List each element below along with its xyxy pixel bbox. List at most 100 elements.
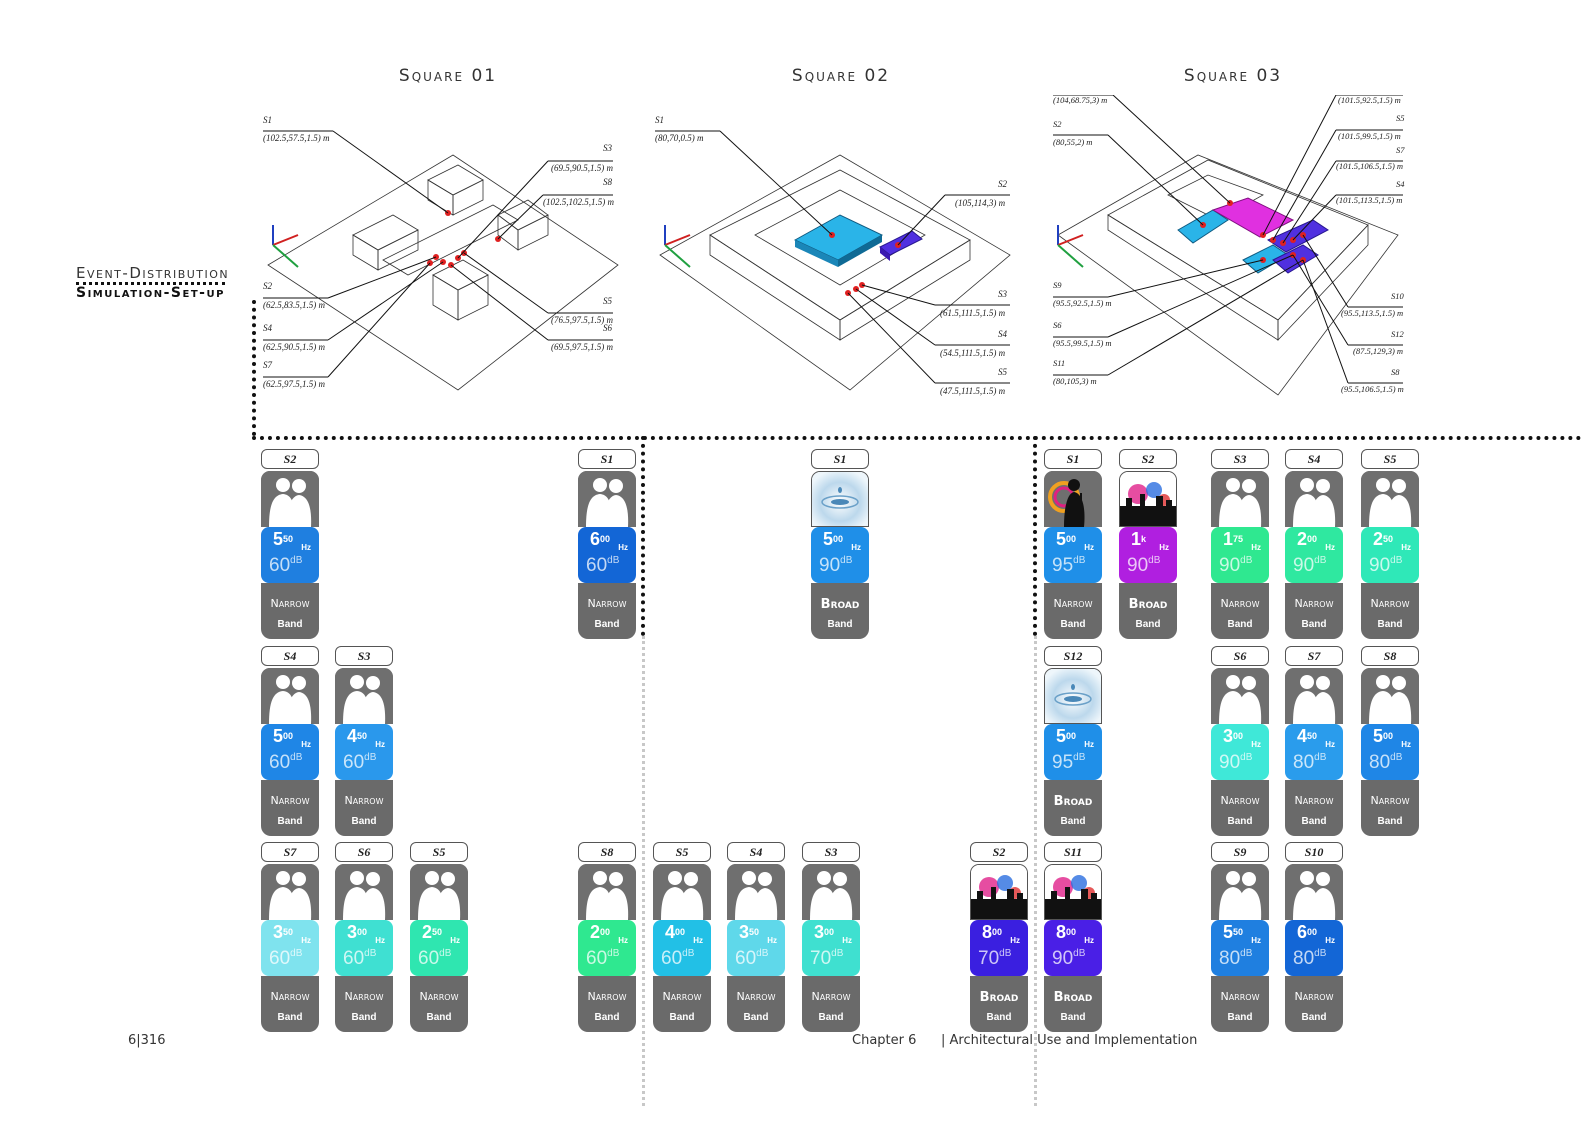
event-distribution-heading: Event-Distribution Simulation-Set-up	[76, 264, 229, 301]
sq3-s2-label: S2	[1053, 119, 1062, 129]
band-type: Narrow	[811, 990, 851, 1003]
band-label: Band	[1301, 619, 1327, 630]
sq1-s8-coord: (102.5,102.5,1.5) m	[543, 197, 614, 207]
decibel-value: 95dB	[1052, 752, 1086, 773]
decibel-value: 60dB	[418, 948, 452, 969]
frequency-value: 500	[273, 726, 294, 746]
band-type: Narrow	[1370, 597, 1410, 610]
band-type: Broad	[1053, 794, 1093, 809]
sq1-s6-label: S6	[603, 323, 613, 333]
dotted-connector-vertical	[252, 300, 256, 436]
source-label: S3	[802, 842, 860, 862]
sq3-s6-label: S6	[1053, 320, 1062, 330]
band-type: Narrow	[1294, 990, 1334, 1003]
sq1-s2-label: S2	[263, 281, 273, 291]
band-label: Band	[1227, 816, 1253, 827]
frequency-value: 200	[590, 922, 611, 942]
decibel-value: 60dB	[661, 948, 695, 969]
source-label: S2	[1119, 449, 1177, 469]
band-label: Band	[1301, 816, 1327, 827]
band-type: Narrow	[587, 597, 627, 610]
frequency-unit: Hz	[1251, 543, 1261, 552]
decibel-value: 60dB	[586, 948, 620, 969]
band-label: Band	[1060, 1012, 1086, 1023]
dotted-divider-2	[1033, 436, 1037, 636]
decibel-value: 95dB	[1052, 555, 1086, 576]
source-label: S7	[1285, 646, 1343, 666]
source-label: S1	[1044, 449, 1102, 469]
frequency-unit: Hz	[693, 936, 703, 945]
frequency-value: 400	[665, 922, 686, 942]
sq3-s5-label: S5	[1396, 113, 1405, 123]
band-type: Narrow	[344, 990, 384, 1003]
sq1-s7-label: S7	[263, 360, 273, 370]
frequency-unit: Hz	[1251, 936, 1261, 945]
decibel-value: 90dB	[1127, 555, 1161, 576]
band-type: Broad	[1053, 990, 1093, 1005]
frequency-unit: Hz	[375, 936, 385, 945]
sq2-s4-label: S4	[998, 329, 1008, 339]
frequency-unit: Hz	[1401, 543, 1411, 552]
source-label: S8	[1361, 646, 1419, 666]
decibel-value: 60dB	[269, 752, 303, 773]
sq2-s3-label: S3	[998, 289, 1008, 299]
decibel-value: 90dB	[819, 555, 853, 576]
frequency-unit: Hz	[1159, 543, 1169, 552]
frequency-unit: Hz	[301, 740, 311, 749]
band-label: Band	[1060, 619, 1086, 630]
sq3-s11-coord: (80,105,3) m	[1053, 376, 1097, 386]
frequency-value: 550	[273, 529, 294, 549]
sq3-s10-coord: (95.5,113.5,1.5) m	[1341, 308, 1403, 318]
frequency-value: 250	[1373, 529, 1394, 549]
sq1-s1-label: S1	[263, 115, 272, 125]
person-silhouette-icon	[578, 471, 636, 527]
dotted-connector-horizontal	[252, 436, 1582, 440]
sq2-s1-coord: (80,70,0.5) m	[655, 133, 704, 143]
frequency-value: 300	[814, 922, 835, 942]
sq3-s1-coord: (104,68.75,3) m	[1053, 95, 1107, 105]
frequency-unit: Hz	[375, 740, 385, 749]
frequency-value: 200	[1297, 529, 1318, 549]
water-drop-icon	[1044, 668, 1102, 724]
sq2-s5-label: S5	[998, 367, 1008, 377]
decibel-value: 60dB	[735, 948, 769, 969]
sq1-s2-coord: (62.5,83.5,1.5) m	[263, 300, 325, 310]
source-label: S1	[578, 449, 636, 469]
person-silhouette-icon	[1211, 471, 1269, 527]
source-label: S1	[811, 449, 869, 469]
sq2-s4-coord: (54.5,111.5,1.5) m	[940, 348, 1006, 358]
source-label: S3	[1211, 449, 1269, 469]
source-label: S3	[335, 646, 393, 666]
decibel-value: 70dB	[810, 948, 844, 969]
frequency-unit: Hz	[1325, 740, 1335, 749]
source-label: S8	[578, 842, 636, 862]
frequency-unit: Hz	[1084, 543, 1094, 552]
frequency-value: 300	[1223, 726, 1244, 746]
person-silhouette-icon	[261, 471, 319, 527]
